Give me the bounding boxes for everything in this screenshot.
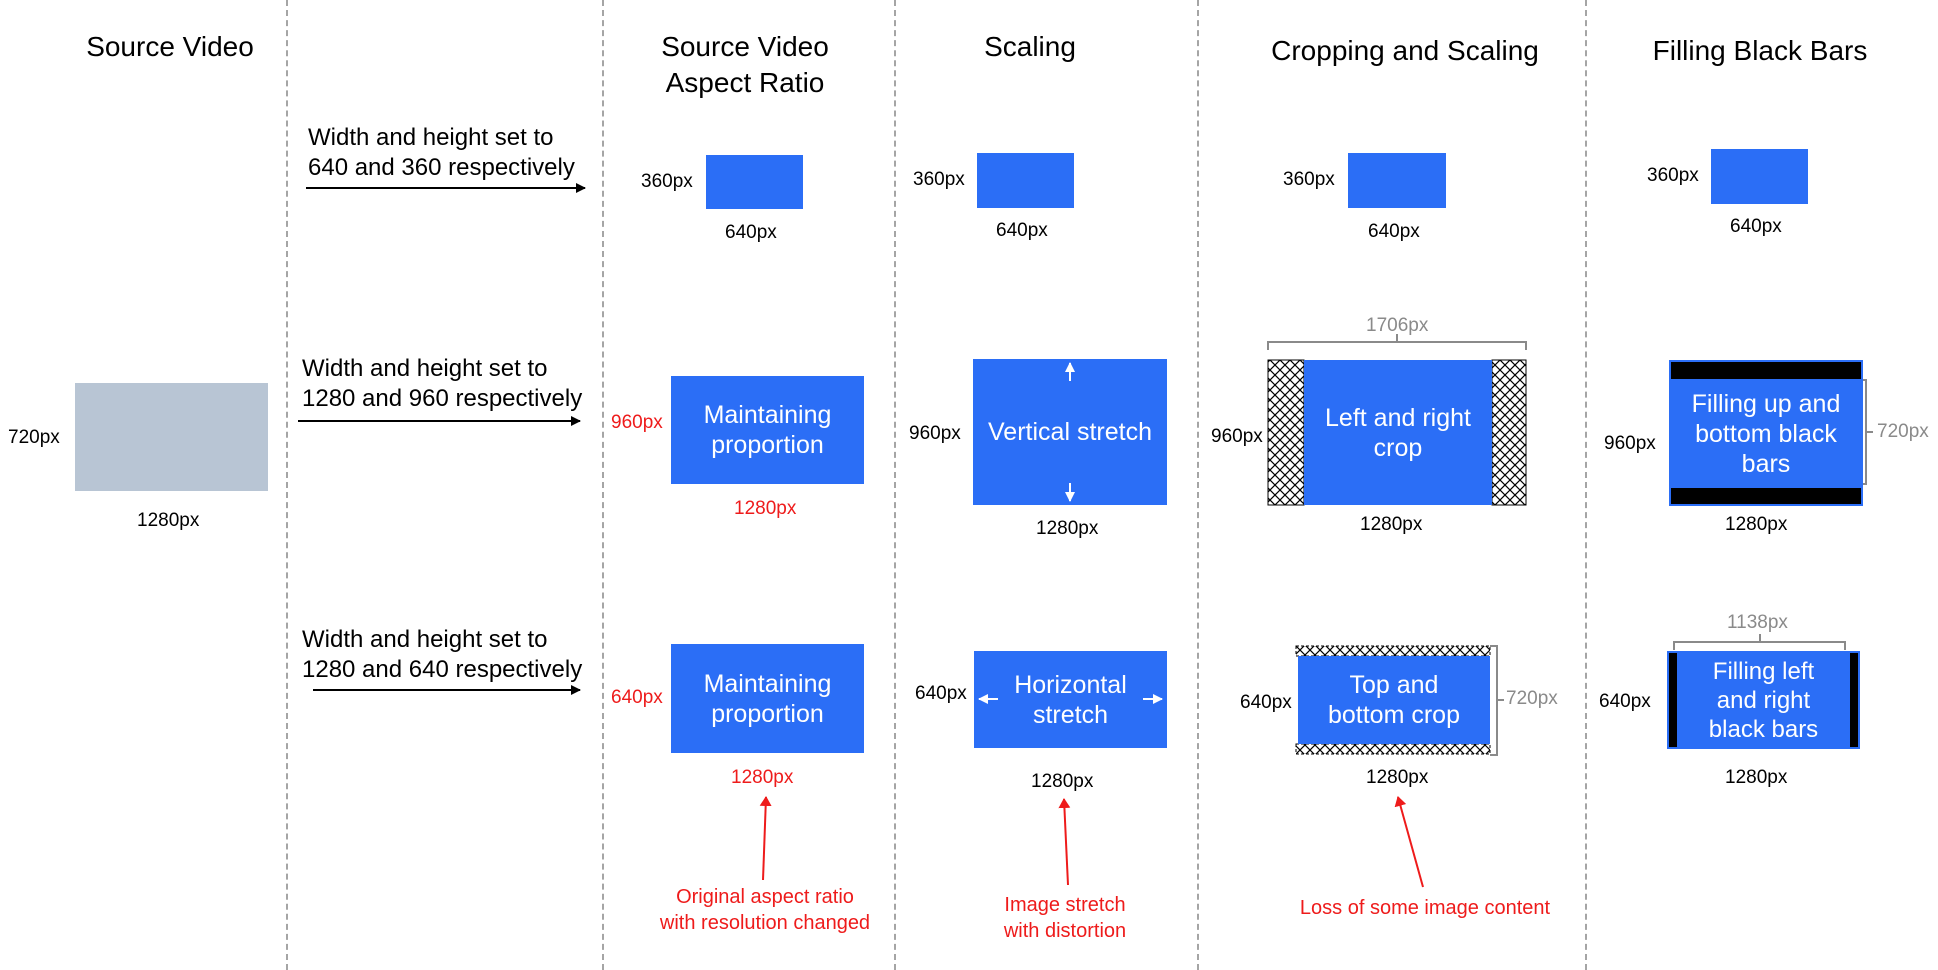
bracket-1706 <box>1267 334 1527 350</box>
aspect-note: Original aspect ratio with resolution ch… <box>659 886 871 934</box>
scaling-row2-width: 1280px <box>1036 518 1099 539</box>
header-aspect-ratio: Source Video Aspect Ratio <box>661 31 829 98</box>
header-scaling: Scaling <box>984 31 1076 62</box>
scaling-note: Image stretch with distortion <box>1003 894 1127 942</box>
scaling-row1-frame <box>977 153 1074 208</box>
top-crop-hatch <box>1295 645 1491 657</box>
bars-1138-label: 1138px <box>1727 612 1788 633</box>
aspect-note-arrow <box>759 796 772 881</box>
cropping-row2-height: 960px <box>1211 426 1263 447</box>
source-height-label: 720px <box>8 427 60 448</box>
scaling-note-arrow <box>1058 798 1071 886</box>
bars-row1-height: 360px <box>1647 165 1699 186</box>
header-black-bars: Filling Black Bars <box>1652 35 1868 66</box>
cropping-row1-height: 360px <box>1283 169 1335 190</box>
row3-instruction: Width and height set to 1280 and 640 res… <box>302 626 583 683</box>
bars-row2-height: 960px <box>1604 433 1656 454</box>
bars-row3-height: 640px <box>1599 691 1651 712</box>
cropping-1706-label: 1706px <box>1366 315 1429 336</box>
bracket-1138 <box>1673 634 1846 650</box>
scaling-row3-height: 640px <box>915 683 967 704</box>
scaling-row1-width: 640px <box>996 220 1048 241</box>
aspect-row2-width: 1280px <box>734 498 797 519</box>
cropping-row1-width: 640px <box>1368 221 1420 242</box>
bars-720-label: 720px <box>1877 421 1929 442</box>
scaling-row3-width: 1280px <box>1031 771 1094 792</box>
cropping-row1-frame <box>1348 153 1446 208</box>
bars-row1-width: 640px <box>1730 216 1782 237</box>
bottom-crop-hatch <box>1295 743 1491 755</box>
header-cropping: Cropping and Scaling <box>1271 35 1539 66</box>
aspect-row1-width: 640px <box>725 222 777 243</box>
horizontal-stretch-arrows <box>978 694 1163 704</box>
scaling-row2-frame: Vertical stretch <box>973 359 1167 505</box>
source-video-frame <box>75 383 268 491</box>
aspect-row2-height: 960px <box>611 412 663 433</box>
aspect-row3-width: 1280px <box>731 767 794 788</box>
divider-3 <box>894 0 896 970</box>
divider-4 <box>1197 0 1199 970</box>
row2-instruction: Width and height set to 1280 and 960 res… <box>302 355 583 412</box>
cropping-note-arrow <box>1394 796 1424 888</box>
bars-row3-width: 1280px <box>1725 767 1788 788</box>
row1-instruction: Width and height set to 640 and 360 resp… <box>308 124 575 181</box>
left-crop-hatch <box>1267 359 1305 506</box>
aspect-row1-frame <box>706 155 803 209</box>
bracket-720-crop <box>1490 645 1504 756</box>
divider-2 <box>602 0 604 970</box>
vertical-stretch-arrows <box>1065 362 1075 502</box>
header-source-video: Source Video <box>86 31 254 62</box>
right-crop-hatch <box>1491 359 1527 506</box>
cropping-row2-width: 1280px <box>1360 514 1423 535</box>
cropping-row3-height: 640px <box>1240 692 1292 713</box>
bars-row2-width: 1280px <box>1725 514 1788 535</box>
aspect-row1-height: 360px <box>641 171 693 192</box>
divider-1 <box>286 0 288 970</box>
cropping-720-label: 720px <box>1506 688 1558 709</box>
scaling-row2-height: 960px <box>909 423 961 444</box>
bars-row1-frame <box>1711 149 1808 204</box>
source-width-label: 1280px <box>137 510 200 531</box>
aspect-row3-height: 640px <box>611 687 663 708</box>
cropping-note: Loss of some image content <box>1299 897 1551 919</box>
scaling-row1-height: 360px <box>913 169 965 190</box>
cropping-row3-width: 1280px <box>1366 767 1429 788</box>
divider-5 <box>1585 0 1587 970</box>
